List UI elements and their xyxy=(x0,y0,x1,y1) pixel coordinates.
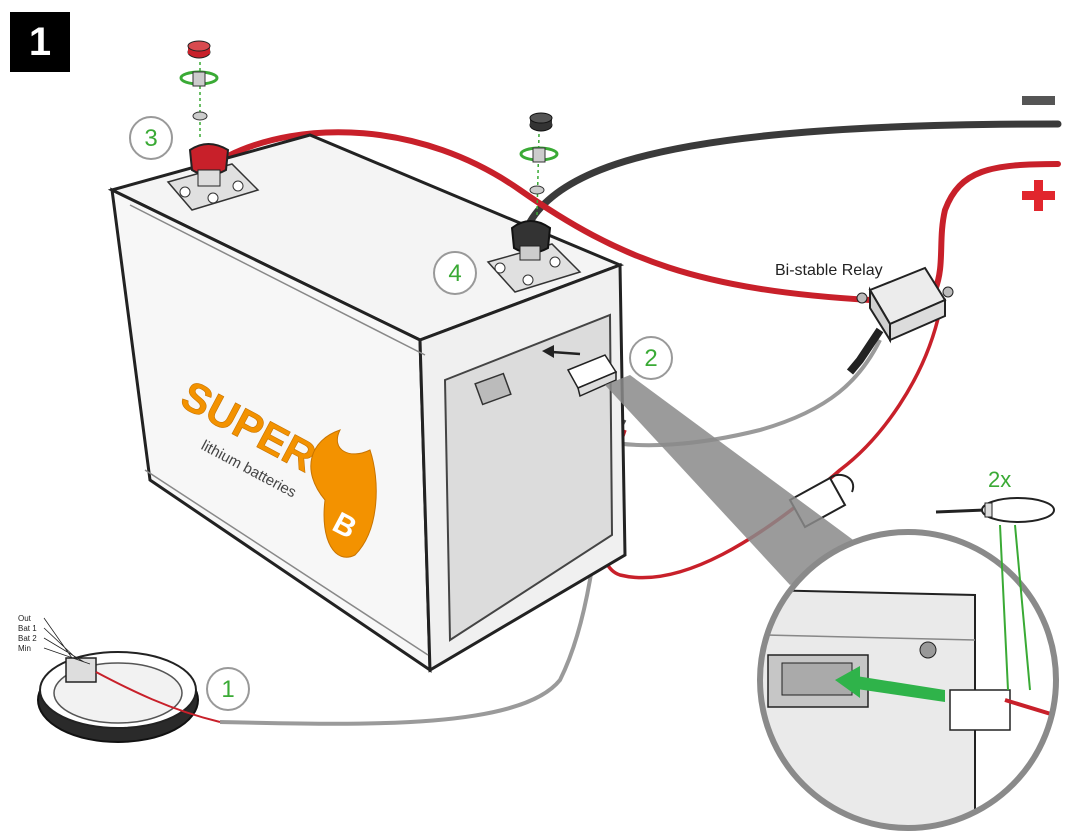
minus-symbol xyxy=(1022,96,1055,105)
times-two-label: 2x xyxy=(988,467,1011,492)
negative-exploded-parts xyxy=(519,112,559,216)
relay-label: Bi-stable Relay xyxy=(775,262,883,279)
pin-label-min: Min xyxy=(18,644,31,653)
plug-connector xyxy=(566,354,618,398)
insert-arrow xyxy=(542,345,581,358)
pin-label-out: Out xyxy=(18,614,32,623)
callout-1: 1 xyxy=(206,667,250,711)
negative-terminal-cap xyxy=(510,220,552,261)
callout-4: 4 xyxy=(433,251,477,295)
zoom-cone xyxy=(605,375,860,585)
svg-text:1: 1 xyxy=(221,676,234,703)
positive-terminal-cap xyxy=(188,143,230,187)
pin-label-bat2: Bat 2 xyxy=(18,634,37,643)
bi-stable-relay xyxy=(846,266,954,375)
black-main-cable xyxy=(526,120,1062,226)
svg-text:3: 3 xyxy=(144,125,157,152)
svg-text:4: 4 xyxy=(448,260,461,287)
red-main-cable xyxy=(932,161,1061,293)
positive-terminal-plate xyxy=(166,163,260,211)
plus-symbol xyxy=(1022,180,1055,211)
callout-2: 2 xyxy=(629,336,673,380)
screwdriver-icon xyxy=(935,497,1055,691)
remote-panel xyxy=(37,651,221,743)
svg-text:2: 2 xyxy=(644,345,657,372)
super-b-flame: B xyxy=(310,429,377,558)
positive-exploded-parts xyxy=(179,40,219,140)
pin-label-bat1: Bat 1 xyxy=(18,624,37,633)
zoom-detail xyxy=(757,529,1059,831)
callout-3: 3 xyxy=(129,116,173,160)
connector-pin-labels: Out Bat 1 Bat 2 Min xyxy=(18,614,91,665)
step-number-badge: 1 xyxy=(10,12,70,72)
red-battery-to-relay-cable xyxy=(225,129,873,303)
